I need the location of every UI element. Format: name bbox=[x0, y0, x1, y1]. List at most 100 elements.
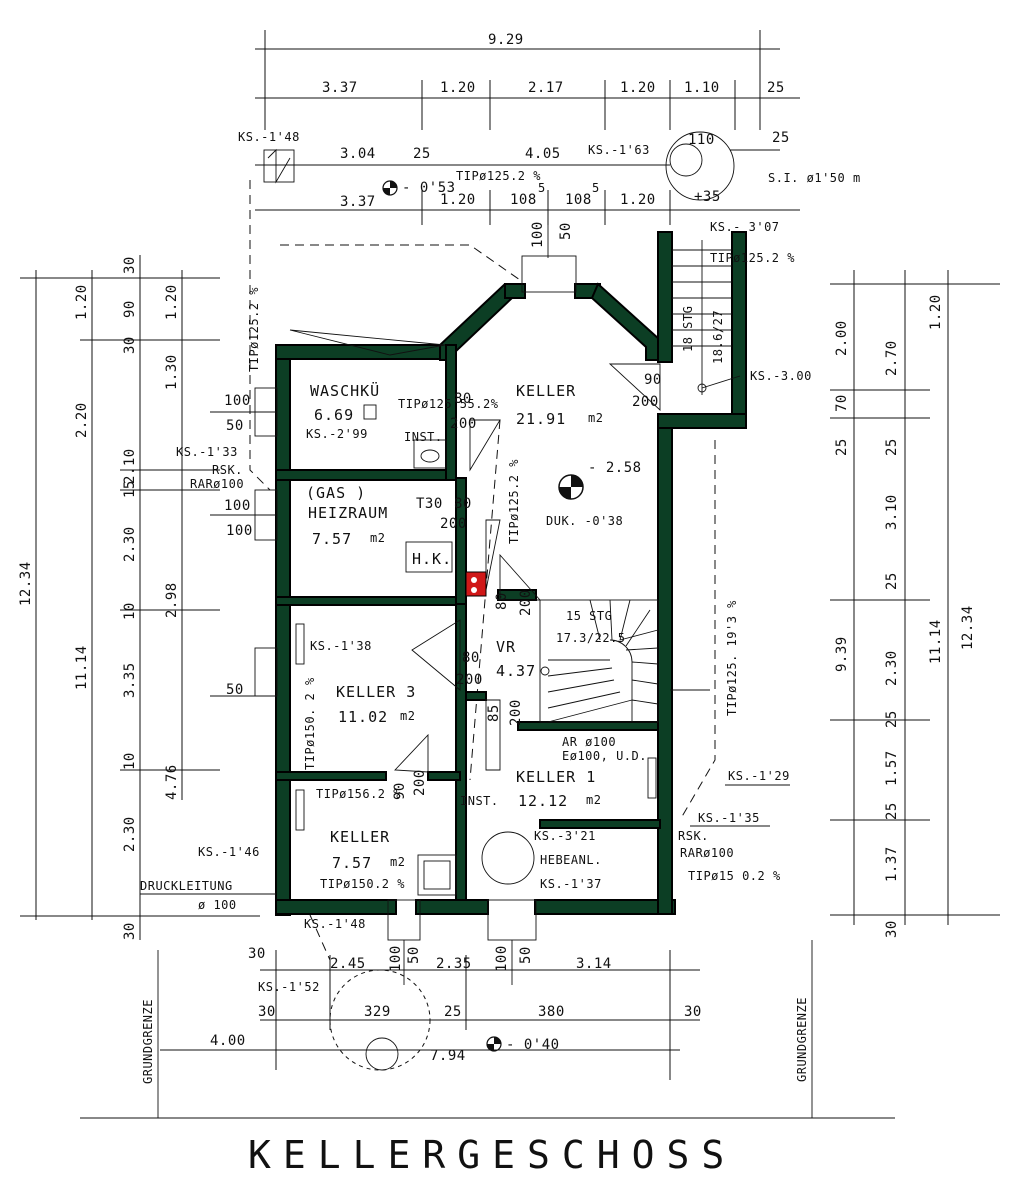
stair-label: 15 STG bbox=[566, 609, 612, 623]
dim-top: 3.37 bbox=[340, 194, 376, 210]
dim-bottom: 30 bbox=[248, 946, 266, 962]
pipe-label: AR ø100 bbox=[562, 735, 616, 749]
dim-left: 1.20 bbox=[74, 284, 90, 320]
ks-label: KS.- 3'07 bbox=[710, 220, 780, 234]
room-name: KELLER 1 bbox=[516, 768, 596, 786]
dim-right: 2.30 bbox=[884, 650, 900, 686]
dim-right: 3.10 bbox=[884, 494, 900, 530]
door-dim: 90 bbox=[644, 372, 662, 388]
dim-bottom: 3.14 bbox=[576, 956, 612, 972]
dim-left: 30 bbox=[122, 256, 138, 274]
side-stair: 18 STG 18.6/27 bbox=[672, 240, 732, 395]
dim-total-width: 9.29 bbox=[488, 32, 524, 48]
dim-left: 30 bbox=[122, 336, 138, 354]
room-unit: m2 bbox=[400, 709, 415, 723]
dim-left: 1.30 bbox=[164, 354, 180, 390]
dim-top: 5 bbox=[592, 181, 600, 195]
dim-left: 10 bbox=[122, 602, 138, 620]
dim-top: 4.05 bbox=[525, 146, 561, 162]
door-dim: 85 bbox=[486, 704, 502, 722]
dim-bottom: 4.00 bbox=[210, 1033, 246, 1049]
door-dim: 200 bbox=[456, 672, 483, 688]
ks-label: KS.-1'35 bbox=[698, 811, 760, 825]
dim-top: 2.17 bbox=[528, 80, 564, 96]
room-area: 21.91 bbox=[516, 410, 566, 428]
heating-unit bbox=[405, 541, 453, 573]
drain-lines bbox=[249, 164, 716, 961]
dim-bottom: 30 bbox=[684, 1004, 702, 1020]
dim-top: 108 bbox=[510, 192, 537, 208]
pressure-line-label: DRUCKLEITUNG bbox=[140, 879, 233, 893]
level-label: +35 bbox=[694, 189, 721, 205]
ks-label: KS.-1'48 bbox=[238, 130, 300, 144]
ks-label: KS.-1'38 bbox=[310, 639, 372, 653]
wash-basin bbox=[413, 439, 447, 469]
window-dim: 50 bbox=[558, 222, 574, 240]
door-dim: 80 bbox=[454, 496, 472, 512]
dim-right: 25 bbox=[884, 438, 900, 456]
pipe-label: RARø100 bbox=[190, 477, 244, 491]
door-dim: 200 bbox=[632, 394, 659, 410]
pipe-label: TIPø15 0.2 % bbox=[688, 869, 781, 883]
door-dim: 200 bbox=[412, 769, 428, 796]
ks-label: KS.-1'63 bbox=[588, 143, 650, 157]
dim-left: 1.20 bbox=[164, 284, 180, 320]
dim-left: 2.10 bbox=[122, 448, 138, 484]
level-label: - 0'40 bbox=[506, 1037, 560, 1053]
room-name: KELLER bbox=[330, 828, 390, 846]
room-unit: m2 bbox=[370, 531, 385, 545]
dim-bottom: 25 bbox=[444, 1004, 462, 1020]
doors: 90 200 80 200 80 200 80 200 85 200 80 20… bbox=[289, 329, 662, 800]
ks-label: KS.-3.00 bbox=[750, 369, 812, 383]
ks-label: KS.-1'29 bbox=[728, 769, 790, 783]
door-dim: 80 bbox=[454, 391, 472, 407]
level-label: - 0'53 bbox=[402, 180, 456, 196]
right-dimensions: 9.39 12.34 11.14 1.20 2.00 70 25 2.70 25… bbox=[830, 270, 1000, 938]
room-area: 12.12 bbox=[518, 792, 568, 810]
window-dim: 100 bbox=[224, 498, 251, 514]
window-dim: 50 bbox=[518, 946, 534, 964]
dim-top: 5 bbox=[538, 181, 546, 195]
ks-label: KS.-3'21 bbox=[534, 829, 596, 843]
dim-left: 90 bbox=[122, 300, 138, 318]
level-label: - 2.58 bbox=[588, 460, 642, 476]
property-boundary: GRUNDGRENZE GRUNDGRENZE bbox=[80, 940, 895, 1119]
dim-top: 25 bbox=[767, 80, 785, 96]
dim-bottom: 329 bbox=[364, 1004, 391, 1020]
dim-left: 3.35 bbox=[122, 662, 138, 698]
top-dimensions: 9.29 3.37 1.20 2.17 1.20 1.10 25 3.04 25… bbox=[255, 30, 800, 225]
dim-top: 25 bbox=[413, 146, 431, 162]
dim-left: 4.76 bbox=[164, 764, 180, 800]
door-dim: 200 bbox=[508, 699, 524, 726]
duk-label: DUK. -0'38 bbox=[546, 514, 623, 528]
room-name: KELLER 3 bbox=[336, 683, 416, 701]
stair-label: 18.6/27 bbox=[711, 310, 725, 364]
pipe-label: TIPø125.2 % bbox=[247, 287, 261, 372]
dim-left: 2.98 bbox=[164, 582, 180, 618]
dim-bottom: 7.94 bbox=[430, 1048, 466, 1064]
window-dim: 100 bbox=[530, 221, 546, 248]
room-labels: WASCHKÜ 6.69 KELLER 21.91 m2 (GAS ) HEIZ… bbox=[306, 381, 603, 872]
pipe-label: TIPø125.2 % bbox=[710, 251, 795, 265]
dim-right: 25 bbox=[884, 572, 900, 590]
room-unit: m2 bbox=[588, 411, 603, 425]
pipe-label: TIPø150.2 % bbox=[320, 877, 405, 891]
dim-right: 30 bbox=[884, 920, 900, 938]
room-name: (GAS ) bbox=[306, 484, 366, 502]
window-dim: 100 bbox=[224, 393, 251, 409]
dim-left: 11.14 bbox=[74, 645, 90, 690]
septic-circle bbox=[665, 131, 735, 201]
dim-top: 1.20 bbox=[620, 80, 656, 96]
door-dim: 200 bbox=[518, 589, 534, 616]
dim-right: 25 bbox=[834, 438, 850, 456]
dim-right: 2.00 bbox=[834, 320, 850, 356]
window-dim: 100 bbox=[226, 523, 253, 539]
ks-label: KS.-1'46 bbox=[198, 845, 260, 859]
manhole bbox=[263, 149, 295, 183]
pipe-label: RSK. bbox=[678, 829, 709, 843]
stairs: 18 STG 18.6/27 15 STG 17.3/22.5 bbox=[539, 240, 732, 723]
left-dimensions: 12.34 11.14 1.20 2.20 2.10 15 2.30 10 3.… bbox=[18, 255, 260, 940]
boundary-label: GRUNDGRENZE bbox=[141, 999, 155, 1084]
ks-label: KS.-1'37 bbox=[540, 877, 602, 891]
dim-top: 1.20 bbox=[440, 192, 476, 208]
